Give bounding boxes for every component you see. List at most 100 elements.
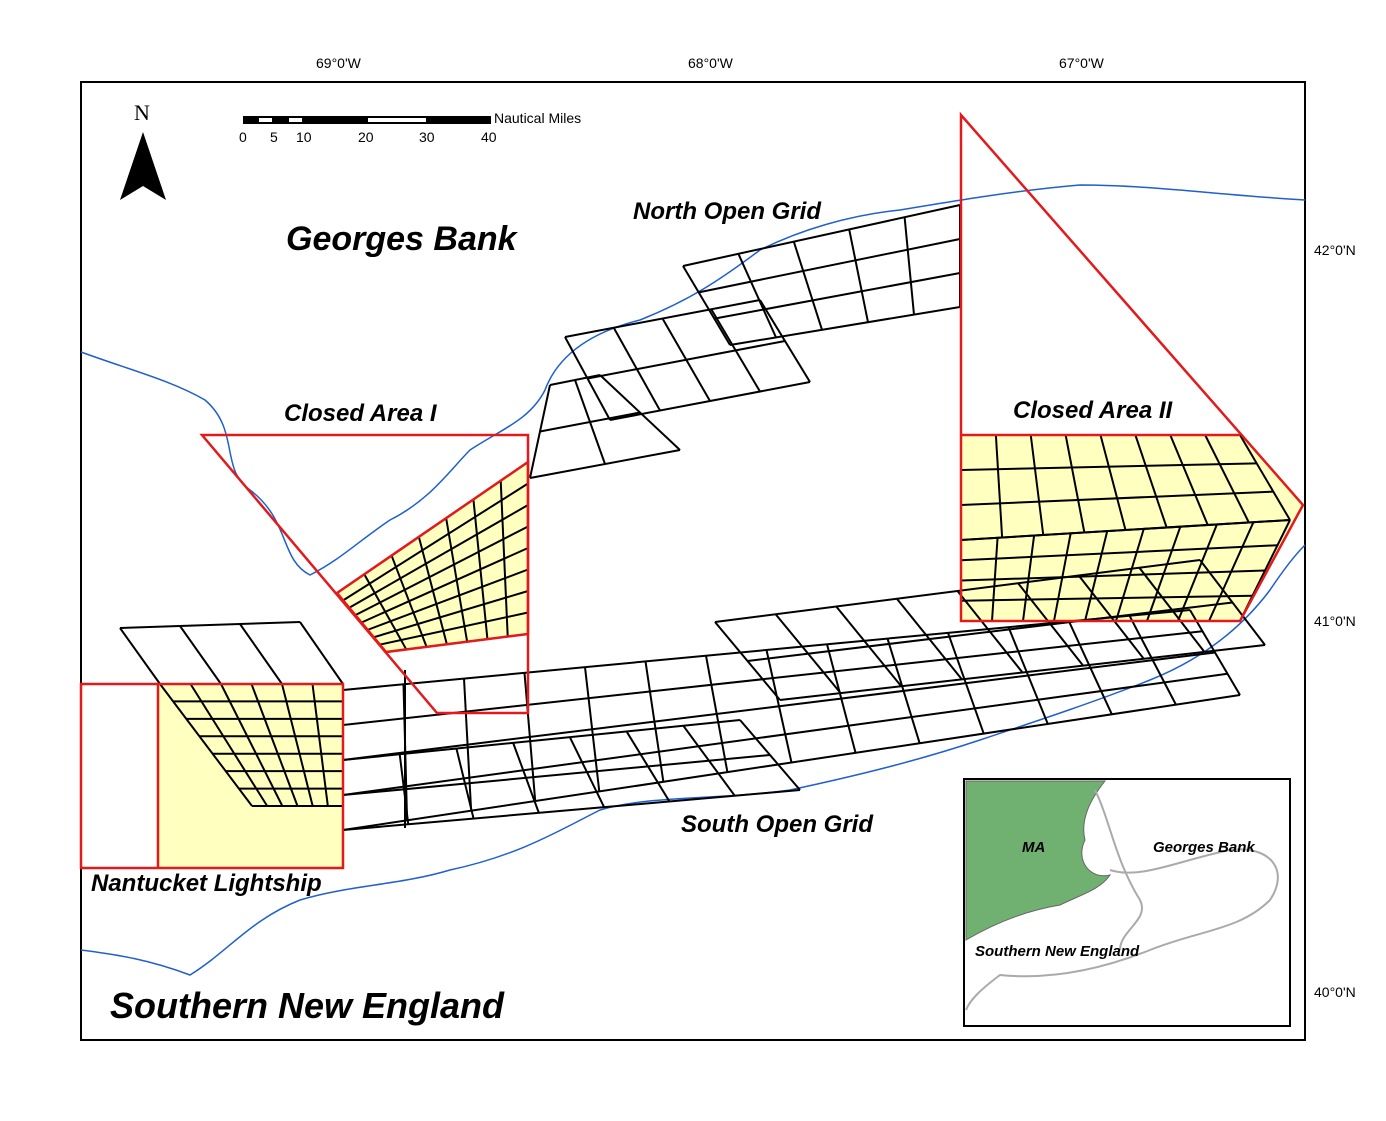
grid-line [1017, 582, 1084, 667]
grid-line [1068, 621, 1113, 715]
label-georges-bank: Georges Bank [286, 220, 517, 258]
grid-line [159, 683, 253, 807]
grid-line [1169, 434, 1209, 526]
scale-bar [243, 116, 491, 124]
grid-line [574, 379, 606, 465]
grid-line [826, 644, 857, 754]
grid-line [848, 229, 869, 323]
grid-line [342, 482, 529, 602]
scale-tick: 30 [419, 129, 435, 145]
latitude-tick: 41°0'N [1314, 613, 1356, 629]
grid-line [1134, 434, 1168, 528]
closed-area-2-boundary [959, 111, 1305, 623]
nantucket-lightship-fill [158, 684, 343, 868]
grid-line [1128, 615, 1177, 706]
grid-line [774, 613, 842, 694]
grid-line [367, 568, 529, 631]
grid-line [991, 537, 999, 622]
grid-line [342, 719, 741, 761]
grid-line [661, 318, 711, 402]
grid-line [529, 384, 551, 479]
grid-line [342, 754, 771, 796]
grid-line [119, 627, 161, 685]
grid-line [1239, 434, 1291, 521]
grid-line [886, 638, 921, 744]
scale-tick: 10 [296, 129, 312, 145]
grid-line [1146, 526, 1182, 622]
survey-grids [119, 204, 1291, 831]
label-north-open-grid: North Open Grid [633, 198, 821, 225]
grid-line [472, 499, 489, 640]
grid-line [1138, 567, 1206, 653]
north-arrow-icon [120, 132, 166, 200]
grid-line [189, 683, 269, 807]
grid-line [737, 253, 777, 338]
grid-line [1189, 609, 1241, 696]
grid-line [512, 742, 540, 814]
grid-line [348, 504, 529, 609]
grid-line [739, 719, 801, 791]
longitude-tick: 68°0'W [688, 55, 733, 71]
grid-line [714, 621, 781, 701]
label-southern-new-england: Southern New England [110, 985, 505, 1026]
grid-line [373, 590, 529, 639]
label-south-open-grid: South Open Grid [681, 811, 873, 838]
scale-tick: 20 [358, 129, 374, 145]
label-closed-area-2: Closed Area II [1013, 397, 1173, 424]
inset-label-ma: MA [1022, 839, 1046, 856]
grid-line [994, 434, 1004, 538]
scale-tick: 0 [239, 129, 247, 145]
grid-line [1084, 530, 1109, 622]
grid-line [417, 536, 448, 645]
closed-area-1-inner-boundary [335, 459, 530, 654]
grid-line [455, 748, 475, 819]
latitude-tick: 40°0'N [1314, 984, 1356, 1000]
grid-line [1199, 559, 1266, 646]
grid-line [1064, 434, 1086, 533]
grid-line [698, 238, 961, 294]
scale-tick: 5 [270, 129, 278, 145]
grid-line [239, 623, 283, 685]
grid-line [379, 611, 529, 646]
grid-line [682, 204, 961, 267]
grid-line [759, 299, 811, 383]
grid-line [1007, 626, 1049, 725]
grid-line [644, 661, 665, 782]
grid-line [1115, 528, 1145, 622]
grid-line [568, 736, 606, 808]
grid-line [390, 555, 428, 648]
grid-line [960, 519, 1291, 541]
grid-line [342, 789, 801, 831]
inset-label-georges-bank: Georges Bank [1153, 839, 1255, 856]
grid-line [729, 306, 961, 346]
grid-line [710, 308, 761, 393]
grid-line [523, 672, 537, 802]
grid-line [705, 655, 729, 773]
label-closed-area-1: Closed Area I [284, 400, 437, 427]
grid-line [1177, 524, 1218, 622]
grid-line [1022, 535, 1036, 622]
grid-line [956, 590, 1024, 674]
grid-line [792, 241, 823, 331]
grid-line [960, 569, 1266, 582]
grid-line [765, 649, 793, 763]
grid-line [363, 573, 408, 650]
grid-line [499, 480, 509, 637]
grid-line [599, 374, 681, 451]
closed-area-boundaries [79, 111, 1305, 870]
longitude-tick: 67°0'W [1059, 55, 1104, 71]
grid-line [1029, 434, 1045, 536]
grid-line [281, 683, 314, 807]
grid-line [947, 632, 985, 734]
grid-line [714, 272, 961, 320]
grid-line [299, 621, 344, 685]
inset-label-southern-new-england: Southern New England [975, 943, 1140, 960]
grid-line [179, 625, 222, 685]
grid-line [612, 327, 661, 411]
grid-line [1204, 434, 1250, 523]
label-nantucket-lightship: Nantucket Lightship [91, 870, 322, 897]
grid-line [250, 683, 299, 807]
grid-line [1208, 521, 1255, 622]
